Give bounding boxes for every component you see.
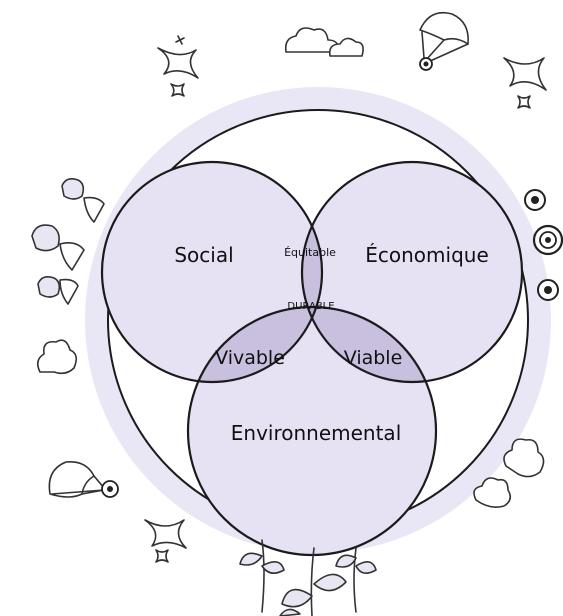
circle-environnemental-outline — [186, 305, 438, 557]
label-environnemental: Environnemental — [231, 421, 402, 445]
person-icon — [37, 276, 79, 305]
person-icon — [31, 224, 85, 271]
coin-icon — [524, 189, 546, 211]
label-vivable: Vivable — [215, 347, 285, 369]
star-icon — [503, 57, 547, 109]
overlap-viable — [302, 307, 436, 382]
overlap-vivable — [188, 307, 322, 382]
parachute-icon — [48, 460, 119, 498]
plant-icon — [239, 539, 377, 616]
coin-icon — [532, 224, 563, 256]
circle-economique-outline — [300, 160, 524, 384]
label-viable: Viable — [344, 347, 403, 369]
cloud-icon — [473, 438, 545, 508]
coin-icon — [537, 279, 559, 301]
label-social: Social — [174, 243, 233, 267]
label-durable: DURABLE — [287, 301, 334, 312]
label-economique: Économique — [365, 243, 489, 267]
star-icon — [144, 519, 187, 563]
cloud-icon — [284, 27, 364, 57]
cloud-icon — [36, 339, 78, 375]
star-icon — [157, 35, 199, 97]
parachute-icon — [419, 11, 469, 71]
person-icon — [61, 178, 105, 223]
label-equitable: Équitable — [284, 246, 336, 259]
circle-social-outline — [100, 160, 324, 384]
